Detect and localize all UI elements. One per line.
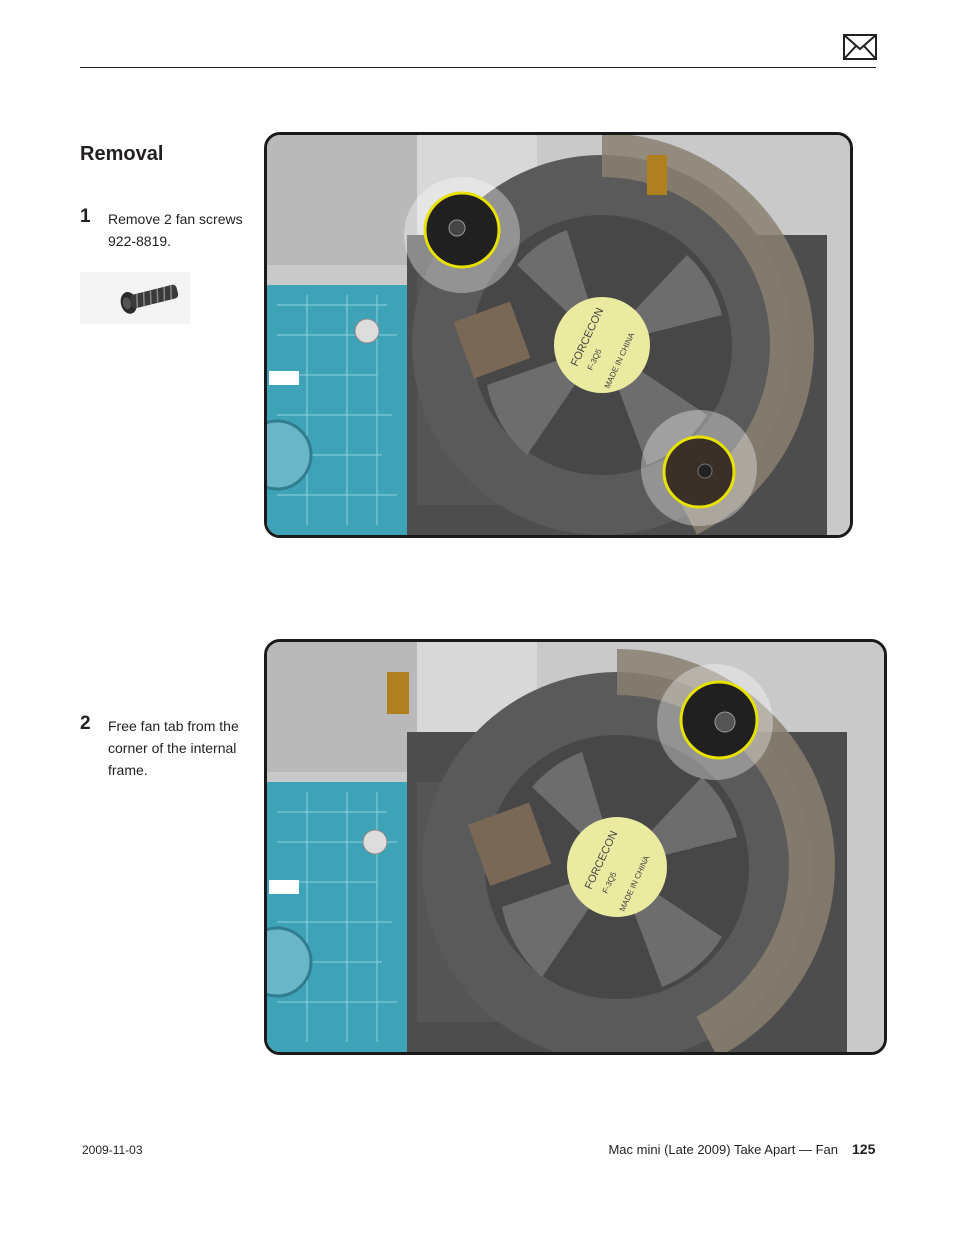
- footer-title: Mac mini (Late 2009) Take Apart — Fan: [608, 1142, 838, 1157]
- step-2-line: frame.: [108, 762, 148, 778]
- fan-assembly-image: FORCECON F-3Q5 MADE IN CHINA: [267, 135, 850, 535]
- step-2-text: Free fan tab from the corner of the inte…: [108, 715, 250, 781]
- step-1-photo: FORCECON F-3Q5 MADE IN CHINA: [264, 132, 853, 538]
- step-1-line: 922-8819.: [108, 233, 172, 249]
- step-1-line: Remove 2 fan screws: [108, 211, 243, 227]
- page-number: 125: [852, 1141, 876, 1157]
- step-1-number: 1: [80, 206, 91, 227]
- step-2-number: 2: [80, 713, 91, 734]
- step-1-text: Remove 2 fan screws 922-8819.: [108, 208, 250, 252]
- fan-assembly-image: FORCECON F-3Q5 MADE IN CHINA: [267, 642, 884, 1052]
- header-rule: [80, 67, 876, 68]
- section-title: Removal: [80, 143, 164, 165]
- step-2-line: Free fan tab from the: [108, 718, 239, 734]
- step-2-photo: FORCECON F-3Q5 MADE IN CHINA: [264, 639, 887, 1055]
- screw-image: [80, 272, 190, 324]
- footer-date: 2009-11-03: [82, 1143, 143, 1157]
- step-2-line: corner of the internal: [108, 740, 237, 756]
- envelope-icon[interactable]: [843, 34, 877, 60]
